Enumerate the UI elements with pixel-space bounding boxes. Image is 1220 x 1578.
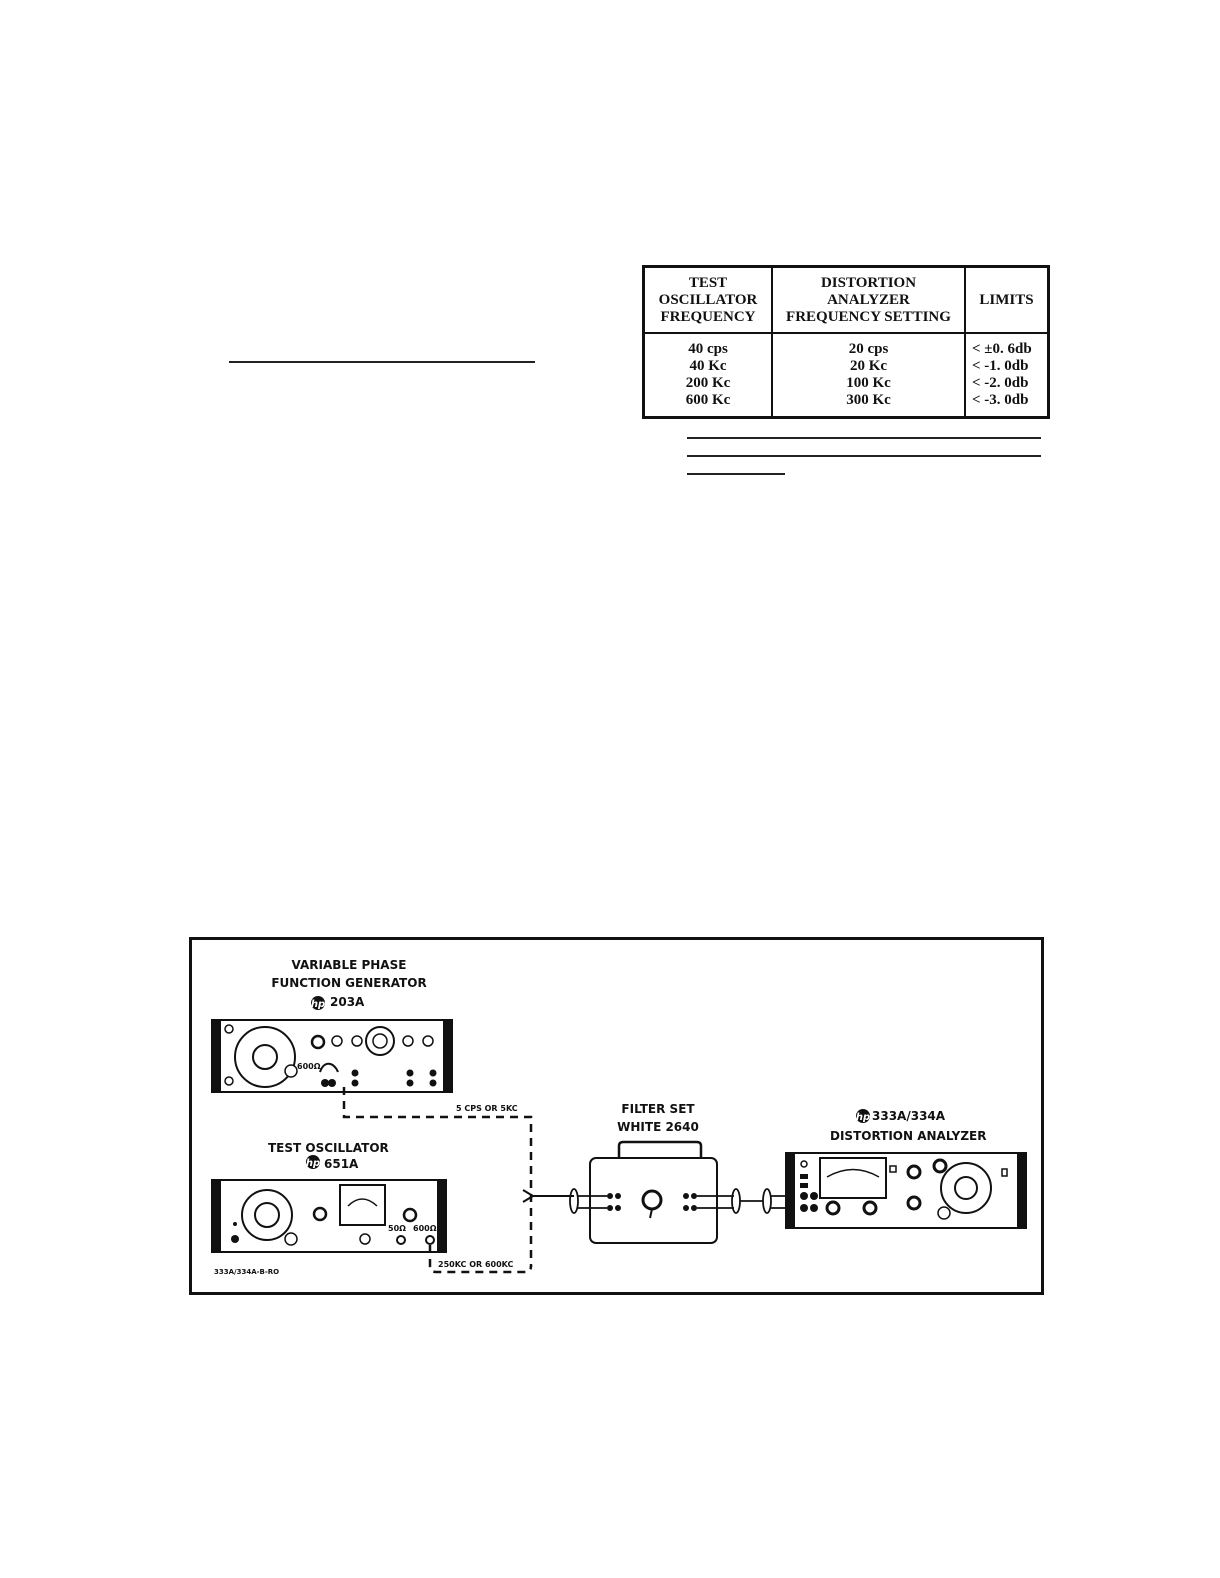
analyzer-model: 333A/334A [872,1109,946,1123]
analyzer-setting-value: 20 Kc [849,358,888,374]
oscillator-frequency-value: 200 Kc [685,375,731,391]
filter-set-label: FILTER SET WHITE 2640 [617,1102,699,1134]
blank-rule-right-2 [687,455,1041,457]
low-frequency-note: 5 CPS OR 5KC [456,1104,518,1113]
low-frequency-lead [342,1087,533,1267]
oscillator-frequency-value: 600 Kc [685,392,731,408]
generator-model: 203A [330,995,365,1009]
hp-logo-icon [310,996,326,1010]
header-analyzer-frequency-setting: DISTORTION ANALYZER FREQUENCY SETTING [771,266,966,334]
high-frequency-lead [428,1245,533,1274]
header-limits: LIMITS [964,266,1050,334]
blank-rule-right-3 [687,473,785,475]
hp-logo-icon [305,1155,321,1169]
hp-logo-icon [855,1109,871,1123]
analyzer-setting-value: 100 Kc [846,375,891,391]
generator-label: VARIABLE PHASE FUNCTION GENERATOR [271,958,427,990]
test-oscillator-651a [211,1179,447,1253]
limit-value: < ±0. 6db [972,341,1032,357]
test-setup-diagram: hp [211,996,1027,1274]
limit-cells: < ±0. 6db< -1. 0db< -2. 0db< -3. 0db [964,333,1050,418]
high-frequency-note: 250KC OR 600KC [438,1260,514,1269]
oscillator-frequency-value: 40 cps [688,341,728,357]
oscillator-model: 651A [324,1157,359,1171]
blank-rule-left [229,361,535,363]
limit-value: < -1. 0db [972,358,1029,374]
analyzer-setting-value: 300 Kc [846,392,891,408]
test-setup-figure: hp [189,937,1044,1295]
figure-code: 333A/334A-B-RO [214,1268,280,1276]
oscillator-600-ohm-label: 600Ω [413,1224,437,1233]
limit-value: < -2. 0db [972,375,1029,391]
oscillator-frequency-value: 40 Kc [689,358,727,374]
blank-rule-right-1 [687,437,1041,439]
distortion-analyzer-333a [785,1152,1027,1229]
analyzer-label: DISTORTION ANALYZER [830,1129,987,1143]
filter-set-white-2640 [569,1140,804,1244]
oscillator-50-ohm-label: 50Ω [388,1224,406,1233]
oscillator-label: TEST OSCILLATOR [268,1141,389,1155]
function-generator-203a [211,1019,453,1093]
analyzer-setting-value: 20 cps [848,341,889,357]
generator-600-ohm-label: 600Ω [297,1062,321,1071]
header-test-oscillator-frequency: TEST OSCILLATOR FREQUENCY [642,266,773,334]
table-header-row: TEST OSCILLATOR FREQUENCY DISTORTION ANA… [642,266,1050,334]
frequency-limits-table: TEST OSCILLATOR FREQUENCY DISTORTION ANA… [642,265,1050,419]
limit-value: < -3. 0db [972,392,1029,408]
